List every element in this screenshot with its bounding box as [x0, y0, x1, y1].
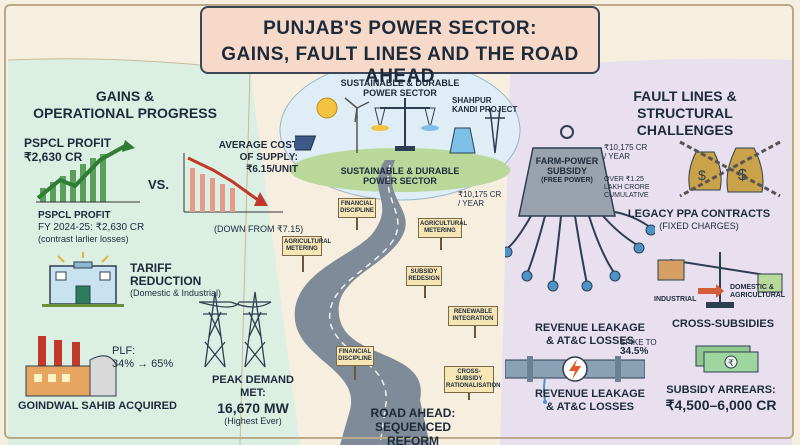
sign-cross-subsidy-rationalisation: CROSS-SUBSIDY RATIONALISATION	[444, 366, 500, 393]
sign-pole	[356, 214, 358, 230]
svg-text:$: $	[738, 167, 747, 184]
plf-text: PLF: 34% → 65%	[112, 345, 174, 370]
shahpur-label: SHAHPUR KANDI PROJECT	[452, 96, 518, 114]
factory-icon	[25, 336, 117, 397]
sign-renewable-integration: RENEWABLE INTEGRATION	[448, 306, 498, 326]
title-line-1: PUNJAB'S POWER SECTOR:	[263, 18, 537, 39]
cost-label: AVERAGE COST OF SUPPLY: ₹6.15/UNIT	[218, 140, 298, 175]
domestic-agricultural-label: DOMESTIC & AGRICULTURAL	[730, 284, 786, 299]
sign-pole	[474, 322, 476, 338]
sign-pole	[424, 282, 426, 298]
building-icon	[42, 252, 124, 307]
transmission-tower-icon	[198, 291, 272, 368]
sign-agricultural-metering-left: AGRICULTURAL METERING	[282, 236, 331, 256]
revenue-leakage-bottom-label: REVENUE LEAKAGE & AT&C LOSSES	[534, 388, 646, 413]
cost-falling-chart-icon	[183, 153, 283, 213]
peak-demand-text: PEAK DEMAND MET: 16,670 MW (Highest Ever…	[212, 374, 294, 426]
sign-financial-discipline-top: FINANCIAL DISCIPLINE	[338, 198, 376, 218]
sign-pole	[302, 252, 304, 272]
industrial-label: INDUSTRIAL	[654, 296, 697, 303]
sustainable-bottom-label: SUSTAINABLE & DURABLE POWER SECTOR	[340, 166, 460, 186]
border-frame	[4, 4, 794, 439]
vs-label: VS.	[148, 177, 169, 192]
sign-pole	[440, 234, 442, 250]
gains-header: GAINS & OPERATIONAL PROGRESS	[33, 88, 217, 121]
svg-text:₹: ₹	[728, 358, 734, 368]
subsidy-arrears-text: SUBSIDY ARREARS: ₹4,500–6,000 CR	[665, 384, 777, 413]
subsidy-annual-amount-left: ₹10,175 CR / YEAR	[458, 190, 502, 208]
sign-agricultural-metering-right: AGRICULTURAL METERING	[418, 218, 467, 238]
subsidy-annual-amount-top: ₹10,175 CR / YEAR	[604, 143, 648, 161]
farm-subsidy-label: FARM-POWER SUBSIDY (FREE POWER)	[535, 156, 599, 184]
goindwal-label: GOINDWAL SAHIB ACQUIRED	[18, 400, 177, 412]
sustainable-scene-icon	[295, 97, 505, 154]
road-ahead-label: ROAD AHEAD: SEQUENCED REFORM	[370, 406, 456, 445]
sustainable-top-label: SUSTAINABLE & DURABLE POWER SECTOR	[340, 78, 460, 98]
title-banner: PUNJAB'S POWER SECTOR: GAINS, FAULT LINE…	[200, 6, 600, 87]
sign-pole	[354, 362, 356, 380]
profit-chart-label: PSPCL PROFIT ₹2,630 CR	[24, 136, 112, 164]
revenue-leakage-top-label: REVENUE LEAKAGE & AT&C LOSSES	[534, 322, 646, 347]
legacy-ppa-label: LEGACY PPA CONTRACTS (FIXED CHARGES)	[627, 208, 771, 231]
subsidy-weight-octopus-icon	[505, 125, 655, 292]
fault-lines-header: FAULT LINES & STRUCTURAL CHALLENGES	[633, 88, 737, 138]
scale-balance-icon	[657, 252, 783, 308]
title-line-2: GAINS, FAULT LINES AND THE ROAD AHEAD	[221, 44, 579, 87]
cross-subsidies-label: CROSS-SUBSIDIES	[671, 318, 775, 330]
sign-financial-discipline-bottom: FINANCIAL DISCIPLINE	[336, 346, 374, 366]
profit-rising-chart-icon	[36, 140, 140, 203]
sign-subsidy-redesign: SUBSIDY REDESIGN	[406, 266, 442, 286]
cumulative-subsidy-text: OVER ₹1.25 LAKH CRORE CUMULATIVE	[604, 176, 650, 199]
svg-text:$: $	[698, 167, 706, 183]
profit-caption: PSPCL PROFIT FY 2024-25: ₹2,630 CR (cont…	[38, 210, 145, 244]
spike-text: SPIKE TO 34.5%	[620, 338, 657, 357]
money-bags-chained-icon: $ $	[679, 140, 781, 198]
leaking-pipe-icon	[505, 356, 645, 404]
currency-notes-icon: ₹	[695, 345, 759, 373]
cost-caption: (DOWN FROM ₹7.15)	[214, 224, 304, 234]
tariff-reduction-text: TARIFF REDUCTION (Domestic & Industrial)	[130, 261, 222, 299]
